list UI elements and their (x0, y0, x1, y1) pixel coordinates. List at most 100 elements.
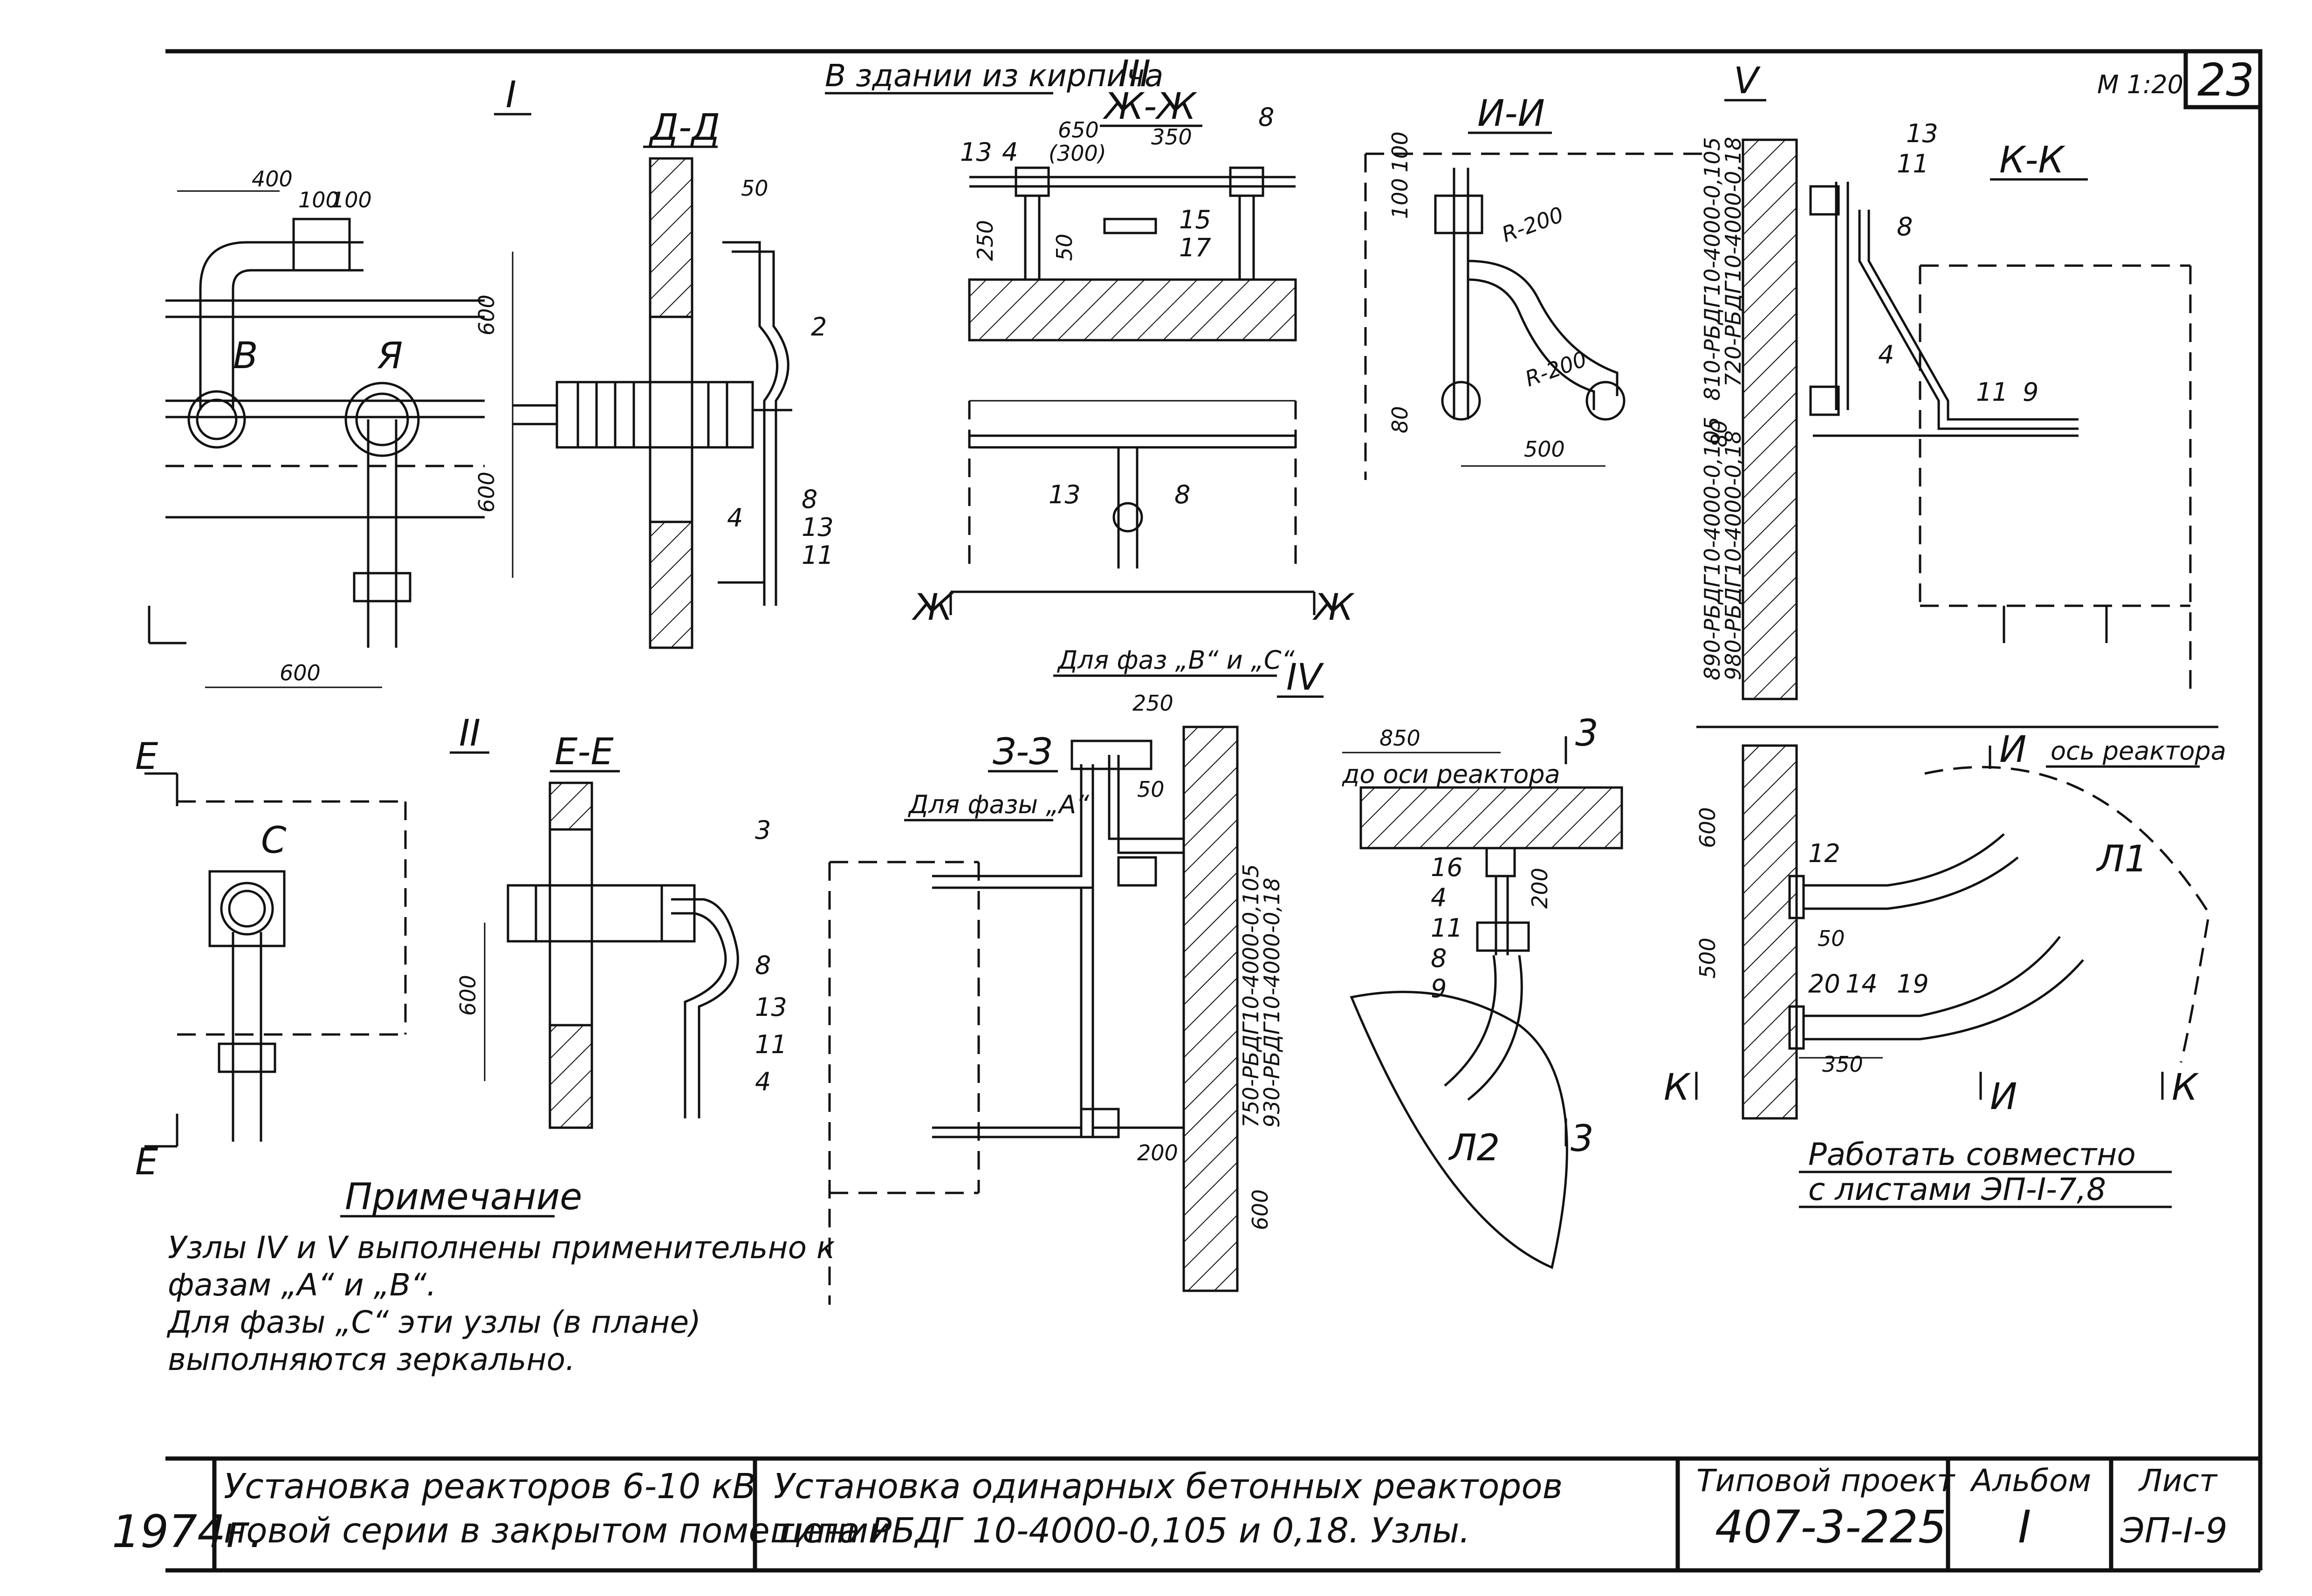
node-i-dim-100a: 100 (298, 187, 339, 212)
node-iii-callout-17: 17 (1179, 233, 1211, 262)
instruction-line2: с листами ЭП-I-7,8 (1808, 1171, 2106, 1207)
section-dd-callout-2: 2 (811, 312, 827, 342)
node-iv-title: IV (1286, 657, 1324, 699)
node-iii-callout-13b: 13 (1049, 480, 1081, 509)
node-v-callout-9: 9 (2023, 377, 2038, 407)
plan-callout-20: 20 (1808, 969, 1840, 999)
title-type-label: Типовой проект (1696, 1463, 1956, 1499)
node-iii-dim-250: 250 (973, 220, 998, 261)
section-zz-phase-a: Для фазы „А“ (908, 790, 1090, 819)
section-zz-view: Для фаз „В“ и „С“ З-З Для фазы „А“ 250 5… (828, 645, 1295, 1305)
plan-l1: Л1 (2096, 838, 2147, 880)
node-v-callout-4: 4 (1878, 340, 1894, 370)
plan-view: И ось реактора Л1 12 50 20 14 19 600 500… (1664, 726, 2226, 1120)
node-v-vlabel-890: 890-РБДГ10-4000-0,105 (1700, 417, 1725, 680)
plan-cut-k: К (1664, 1067, 1691, 1109)
section-ee-callout-13: 13 (755, 993, 787, 1022)
section-zz-vlabel-750: 750-РБДГ10-4000-0,105 (1238, 864, 1263, 1128)
section-ii-dim-80: 80 (1387, 406, 1413, 433)
node-v-vlabel-980: 980-РБДГ10-4000-0,18 (1721, 431, 1746, 680)
node-iv-l2: Л2 (1448, 1127, 1500, 1169)
node-iii-view: В здании из кирпича III Ж-Ж 650 350 (300… (825, 53, 1355, 629)
scale-label: М 1:20 (2097, 70, 2183, 99)
node-iv-cut2: 3 (1571, 1118, 1594, 1160)
note-line3: Для фазы „С“ эти узлы (в плане) (166, 1304, 701, 1340)
title-album-label: Альбом (1969, 1463, 2091, 1499)
node-iii-section: Ж-Ж (1103, 86, 1197, 128)
section-ee-callout-11: 11 (755, 1030, 787, 1059)
sheet-number: 23 (2197, 54, 2254, 106)
section-dd-callout-13: 13 (802, 513, 834, 542)
node-ii-cut-e1: Е (135, 736, 158, 778)
node-iii-callout-4: 4 (1002, 137, 1018, 167)
node-ii-view: II Е С Е (135, 712, 489, 1183)
node-v-vlabel-810: 810-РБДГ10-4000-0,105 (1700, 137, 1725, 401)
note-line2: фазам „А“ и „В“. (168, 1267, 436, 1303)
title-year: 1974г. (112, 1506, 263, 1558)
plan-callout-50: 50 (1818, 926, 1845, 951)
node-iii-callout-8: 8 (1258, 103, 1274, 132)
section-dd-callout-11: 11 (802, 541, 834, 570)
plan-callout-19: 19 (1897, 969, 1929, 999)
plan-dim-350: 350 (1822, 1052, 1863, 1077)
node-iv-callout-16: 16 (1431, 853, 1463, 882)
title-sheet-value: ЭП-I-9 (2120, 1511, 2228, 1551)
node-iii-callout-13: 13 (960, 137, 992, 167)
node-ii-cut-e2: Е (135, 1141, 158, 1183)
title-drawing-line2: типа РБДГ 10-4000-0,105 и 0,18. Узлы. (774, 1511, 1470, 1551)
plan-callout-14: 14 (1845, 969, 1878, 999)
section-dd-view: Д-Д 600 600 50 2 8 13 11 4 (474, 107, 834, 649)
section-ee-callout-4: 4 (755, 1067, 771, 1096)
bushing-insulator (513, 381, 754, 449)
node-iv-callout-4: 4 (1431, 883, 1447, 912)
node-iv-dim-200: 200 (1527, 868, 1552, 909)
node-i-title: I (506, 74, 516, 116)
section-ee-title: Е-Е (555, 731, 614, 773)
node-iv-callout-9: 9 (1431, 974, 1447, 1003)
node-v-section: К-К (1999, 139, 2066, 181)
note-line4: выполняются зеркально. (168, 1342, 575, 1377)
instruction-block: Работать совместно с листами ЭП-I-7,8 (1799, 1137, 2172, 1208)
title-sheet-label: Лист (2138, 1463, 2218, 1499)
node-iii-dim-350: 350 (1151, 124, 1192, 150)
section-zz-dim-50: 50 (1137, 777, 1165, 802)
sheet-frame: 23 М 1:20 (165, 49, 2263, 1573)
section-dd-title: Д-Д (649, 107, 720, 149)
section-dd-dim-600a: 600 (474, 295, 499, 336)
note-title: Примечание (345, 1176, 582, 1218)
plan-cut-k2: К (2172, 1067, 2199, 1109)
plan-callout-12: 12 (1808, 839, 1840, 868)
node-ii-title: II (459, 712, 480, 754)
section-dd-dim-600b: 600 (474, 472, 499, 513)
title-type-value: 407-3-225 (1715, 1501, 1947, 1553)
node-iii-title: III (1118, 53, 1151, 95)
section-ii-dim-r200a: R-200 (1498, 202, 1567, 247)
node-i-dim-100b: 100 (331, 187, 372, 212)
node-iv-dim-850: 850 (1379, 726, 1420, 751)
section-ee-view: Е-Е 600 3 8 13 11 4 (455, 731, 787, 1129)
section-ee-dim-600: 600 (455, 975, 480, 1016)
section-dd-dim-50: 50 (741, 176, 768, 201)
note-line1: Узлы IV и V выполнены применительно к (168, 1230, 835, 1266)
section-ee-callout-8: 8 (755, 951, 771, 980)
node-iii-callout-8b: 8 (1174, 480, 1190, 509)
section-ee-callout-3: 3 (755, 815, 771, 845)
plan-dim-500: 500 (1695, 938, 1720, 979)
section-ii-dim-500: 500 (1524, 437, 1565, 462)
node-iii-cut-left: Ж (912, 587, 954, 629)
section-zz-title: З-З (993, 731, 1052, 773)
section-zz-dim-250: 250 (1132, 691, 1173, 716)
node-v-callout-13: 13 (1906, 119, 1938, 148)
node-iii-cut-right: Ж (1312, 587, 1355, 629)
plan-dim-600: 600 (1695, 807, 1720, 848)
node-i-label-a: Я (377, 335, 403, 377)
node-iii-dim-300: (300) (1049, 141, 1106, 166)
section-zz-phase-bc: Для фаз „В“ и „С“ (1057, 645, 1295, 675)
title-drawing-line1: Установка одинарных бетонных реакторов (774, 1466, 1563, 1507)
section-ii-title: И-И (1477, 93, 1545, 135)
title-block: 1974г. Установка реакторов 6-10 кВ новой… (112, 1456, 2260, 1570)
node-v-callout-11b: 11 (1976, 377, 2008, 407)
plan-axis-note: ось реактора (2051, 736, 2226, 766)
node-iv-callout-8: 8 (1431, 944, 1447, 973)
